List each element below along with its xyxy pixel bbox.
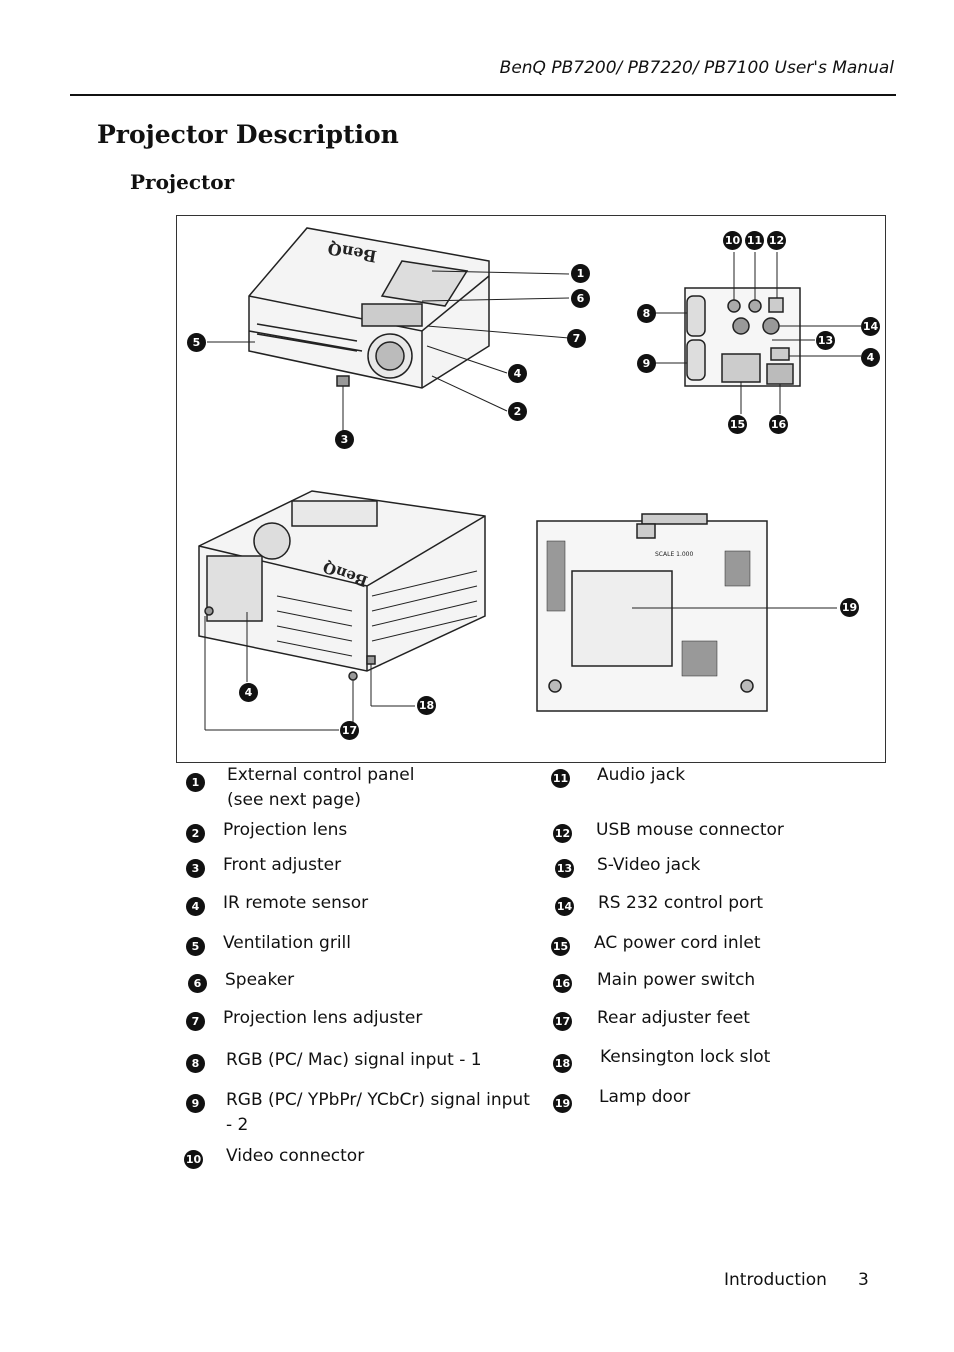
legend-badge: 1 [186, 773, 205, 792]
legend-badge: 15 [551, 937, 570, 956]
bottom-view-drawing: SCALE 1.000 [536, 513, 768, 712]
legend-badge: 14 [555, 897, 574, 916]
legend-badge: 4 [186, 897, 205, 916]
callout-9: 9 [637, 354, 656, 373]
legend-badge: 12 [553, 824, 572, 843]
legend-badge: 6 [188, 974, 207, 993]
callout-4b: 4 [861, 348, 880, 367]
callout-11: 11 [745, 231, 764, 250]
legend-text: USB mouse connector [596, 820, 784, 840]
callout-2: 2 [508, 402, 527, 421]
legend-text: Ventilation grill [223, 933, 351, 953]
legend-text: Kensington lock slot [600, 1047, 771, 1067]
callout-15: 15 [728, 415, 747, 434]
legend-text: RGB (PC/ YPbPr/ YCbCr) signal input - 2 [226, 1090, 530, 1135]
legend-badge: 7 [186, 1012, 205, 1031]
legend-text: Lamp door [599, 1087, 691, 1107]
legend-text: AC power cord inlet [594, 933, 761, 953]
legend-text: Video connector [226, 1146, 365, 1166]
callout-1: 1 [571, 264, 590, 283]
callout-16: 16 [769, 415, 788, 434]
legend-badge: 18 [553, 1054, 572, 1073]
legend-badge: 2 [186, 824, 205, 843]
legend-badge: 8 [186, 1054, 205, 1073]
callout-14: 14 [861, 317, 880, 336]
scale-label: SCALE 1.000 [655, 551, 694, 558]
callout-3: 3 [335, 430, 354, 449]
callout-7: 7 [567, 329, 586, 348]
legend-text: Rear adjuster feet [597, 1008, 750, 1028]
legend-text: Projection lens adjuster [223, 1008, 423, 1028]
front-view-drawing: BenQ [248, 227, 490, 389]
callout-6: 6 [571, 289, 590, 308]
legend-text: RGB (PC/ Mac) signal input - 1 [226, 1050, 482, 1070]
legend-badge: 10 [184, 1150, 203, 1169]
legend-text: IR remote sensor [223, 893, 369, 913]
sub-title: Projector [130, 170, 235, 194]
rear-panel-drawing [684, 287, 801, 387]
header-rule [70, 94, 896, 96]
callout-10: 10 [723, 231, 742, 250]
callout-18: 18 [417, 696, 436, 715]
callout-8: 8 [637, 304, 656, 323]
legend-badge: 19 [553, 1094, 572, 1113]
legend-badge: 9 [186, 1094, 205, 1113]
legend-text: Audio jack [597, 765, 686, 785]
legend-text: Speaker [225, 970, 295, 990]
projector-drawings: BenQ [198, 227, 861, 731]
callout-12: 12 [767, 231, 786, 250]
legend-text: S-Video jack [597, 855, 701, 875]
legend-text: External control panel (see next page) [227, 765, 415, 810]
projector-figure: BenQ [176, 215, 886, 763]
footer-section: Introduction [724, 1270, 827, 1290]
legend-badge: 17 [553, 1012, 572, 1031]
callout-13: 13 [816, 331, 835, 350]
legend-text: Projection lens [223, 820, 348, 840]
section-title: Projector Description [97, 120, 399, 149]
legend-badge: 3 [186, 859, 205, 878]
legend-badge: 5 [186, 937, 205, 956]
manual-title: BenQ PB7200/ PB7220/ PB7100 User's Manua… [499, 58, 894, 78]
legend-text: RS 232 control port [598, 893, 764, 913]
callout-5: 5 [187, 333, 206, 352]
rear-view-drawing: BenQ [198, 490, 486, 681]
callout-17: 17 [340, 721, 359, 740]
callout-4c: 4 [239, 683, 258, 702]
legend-badge: 11 [551, 769, 570, 788]
callout-4: 4 [508, 364, 527, 383]
legend-text: Main power switch [597, 970, 756, 990]
legend-badge: 16 [553, 974, 572, 993]
legend-text: Front adjuster [223, 855, 342, 875]
legend-badge: 13 [555, 859, 574, 878]
page-number: 3 [858, 1270, 869, 1290]
callout-19: 19 [840, 598, 859, 617]
